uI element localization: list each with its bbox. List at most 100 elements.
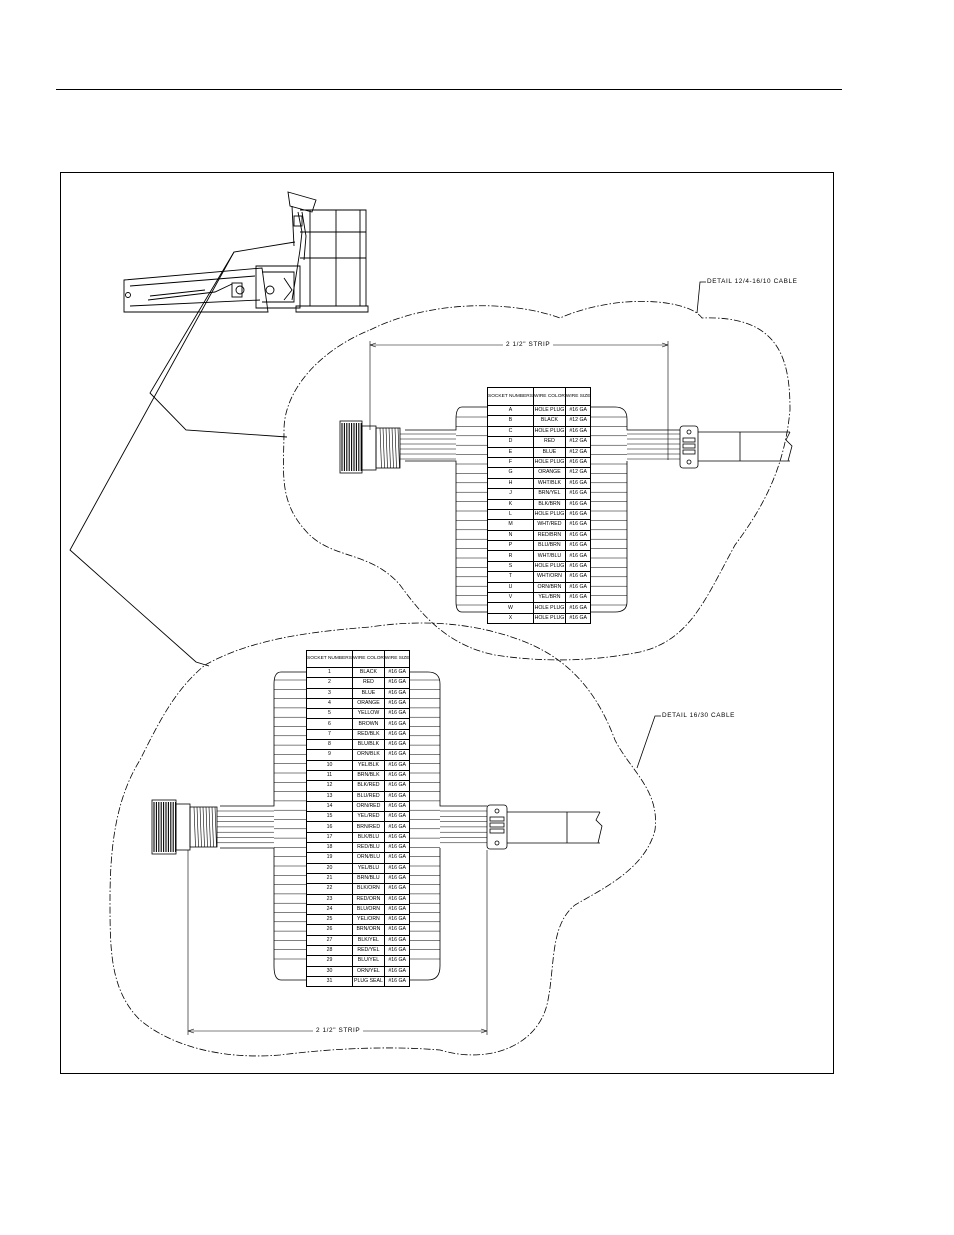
socket-number: 9 xyxy=(306,749,353,761)
wire-color: ORANGE xyxy=(351,697,385,710)
wire-color: ORN/YEL xyxy=(351,965,385,977)
wire-color: PLUG SEAL xyxy=(351,975,385,988)
socket-number: 28 xyxy=(306,945,353,957)
socket-number: 27 xyxy=(306,934,353,947)
wire-size: #16 GA xyxy=(383,739,411,751)
socket-number: T xyxy=(487,571,534,583)
wire-color: RED/YEL xyxy=(351,945,385,957)
wire-size: #16 GA xyxy=(383,718,411,730)
wire-color: HOLE PLUG xyxy=(532,560,566,573)
wire-color: ORN/BLU xyxy=(351,852,385,864)
wire-size: #16 GA xyxy=(383,852,411,864)
socket-number: 14 xyxy=(306,800,353,813)
socket-number: U xyxy=(487,581,534,594)
wire-size: #16 GA xyxy=(564,592,592,604)
socket-number: X xyxy=(487,612,534,625)
wire-size: #16 GA xyxy=(564,560,592,573)
wire-color: BLACK xyxy=(351,666,385,679)
detail-b-connector xyxy=(151,799,218,855)
detail-a-label-leader xyxy=(696,281,706,314)
socket-number: 1 xyxy=(306,666,353,679)
socket-number: 5 xyxy=(306,708,353,720)
wire-size: #16 GA xyxy=(383,934,411,947)
socket-number: 2 xyxy=(306,677,353,689)
leader-lines xyxy=(69,241,296,667)
wire-color-header: WIRE COLOR xyxy=(532,387,566,406)
socket-number: G xyxy=(487,467,534,479)
socket-number: F xyxy=(487,456,534,469)
wire-size: #16 GA xyxy=(564,456,592,469)
detail-b-harness xyxy=(151,671,603,1035)
socket-number: S xyxy=(487,560,534,573)
detail-a-outline xyxy=(283,300,791,661)
socket-number: N xyxy=(487,529,534,542)
socket-number: 17 xyxy=(306,831,353,844)
wire-color: BRN/BLU xyxy=(351,872,385,885)
wire-size: #16 GA xyxy=(564,488,592,500)
socket-number: 11 xyxy=(306,769,353,782)
wire-size: #16 GA xyxy=(383,883,411,895)
socket-number: 30 xyxy=(306,965,353,977)
socket-number: A xyxy=(487,404,534,417)
wire-color: BLK/BLU xyxy=(351,831,385,844)
wire-color: BLU/RED xyxy=(351,790,385,802)
wire-color: RED/BRN xyxy=(532,529,566,542)
wire-size: #16 GA xyxy=(383,872,411,885)
wire-color: BRN/ORN xyxy=(351,924,385,936)
socket-number: P xyxy=(487,540,534,552)
wire-color: RED/ORN xyxy=(351,893,385,905)
wire-color: BLK/YEL xyxy=(351,934,385,947)
wire-color: WHT/RED xyxy=(532,519,566,531)
wire-color: ORN/BLK xyxy=(351,749,385,761)
wire-size: #16 GA xyxy=(383,965,411,977)
wire-color: YEL/BRN xyxy=(532,592,566,604)
wire-color: YEL/BLU xyxy=(351,862,385,874)
wire-size: #16 GA xyxy=(383,955,411,967)
wire-color: RED xyxy=(532,436,566,448)
socket-number: W xyxy=(487,602,534,614)
wire-size: #16 GA xyxy=(564,529,592,542)
wire-size: #16 GA xyxy=(383,697,411,710)
socket-number: M xyxy=(487,519,534,531)
wire-color: HOLE PLUG xyxy=(532,602,566,614)
socket-number: D xyxy=(487,436,534,448)
wire-size: #16 GA xyxy=(383,903,411,916)
detail-a-label: DETAIL 12/4-16/10 CABLE xyxy=(707,278,798,285)
wire-color: HOLE PLUG xyxy=(532,612,566,625)
wire-size: #16 GA xyxy=(383,842,411,854)
wire-color: RED/BLU xyxy=(351,842,385,854)
socket-number: C xyxy=(487,425,534,438)
detail-b-strip-label: 2 1/2" STRIP xyxy=(313,1027,364,1034)
wire-size: #12 GA xyxy=(564,415,592,427)
socket-number: 4 xyxy=(306,697,353,710)
wire-color: BRN/BLK xyxy=(351,769,385,782)
wire-color: BLK/ORN xyxy=(351,883,385,895)
socket-number: 20 xyxy=(306,862,353,874)
socket-number: 19 xyxy=(306,852,353,864)
wire-size: #16 GA xyxy=(383,769,411,782)
wire-color: YELLOW xyxy=(351,708,385,720)
wire-size: #16 GA xyxy=(383,862,411,874)
